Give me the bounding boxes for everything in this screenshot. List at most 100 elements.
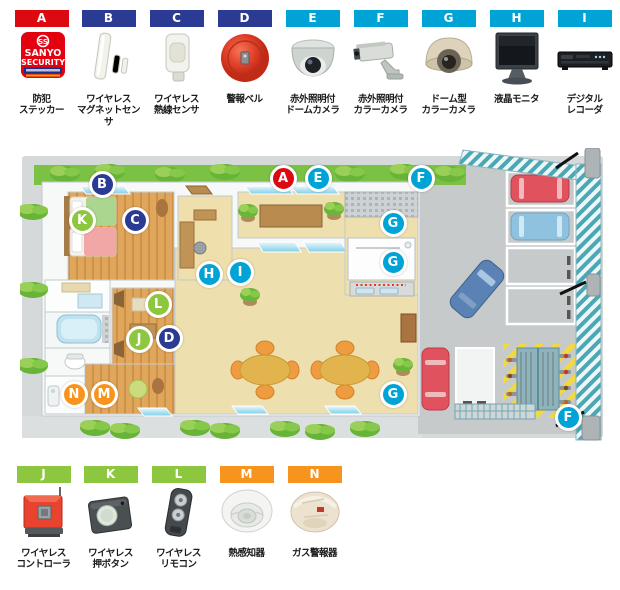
legend-letter-c: C <box>172 11 181 25</box>
legend-item-k-header: K <box>83 466 138 483</box>
legend-item-i-header: I <box>557 10 612 27</box>
living-window <box>256 241 302 253</box>
drain-grate <box>454 403 536 420</box>
plan-marker-m-15: M <box>90 380 118 408</box>
bed-headboard <box>64 196 70 256</box>
plan-marker-g-8: G <box>379 248 407 276</box>
pir-sensor-icon <box>143 27 210 93</box>
kitchen-stove <box>349 281 415 297</box>
legend-item-n: N ガス警報器 <box>281 466 348 559</box>
legend-item-i: I デジタル レコーダ <box>551 10 618 117</box>
fence-post <box>581 415 601 441</box>
legend-item-h-label: 液晶モニタ <box>493 94 540 105</box>
hedge-top <box>34 164 466 185</box>
legend-letter-m: M <box>240 467 253 481</box>
legend-item-h-header: H <box>489 10 544 27</box>
stool <box>152 378 164 394</box>
dining-set <box>310 340 380 400</box>
lower-window <box>137 407 173 417</box>
legend-item-a-header: A <box>14 10 69 27</box>
legend-item-a-label: 防犯 ステッカー <box>18 94 65 117</box>
living-window-bottom <box>324 405 362 415</box>
legend-item-e: E 赤外照明付 ドームカメラ <box>279 10 346 117</box>
office-door <box>185 185 213 195</box>
plan-marker-n-16: N <box>60 380 88 408</box>
legend-item-m: M 熱感知器 <box>213 466 280 559</box>
legend-item-a: A SS SANYO SECURITY 防犯 ステッカー <box>8 10 75 117</box>
laundry-room <box>44 279 111 313</box>
plan-marker-h-10: H <box>195 260 223 288</box>
legend-item-e-label: 赤外照明付 ドームカメラ <box>285 94 340 117</box>
fence-post <box>584 148 601 179</box>
push-button-icon <box>77 483 144 547</box>
legend-letter-k: K <box>105 467 116 481</box>
office-desk <box>179 221 195 269</box>
plan-marker-l-14: L <box>144 290 172 318</box>
legend-item-b-header: B <box>81 10 136 27</box>
plan-marker-e-4: E <box>304 164 332 192</box>
legend-item-c-label: ワイヤレス 熱線センサ <box>153 94 200 117</box>
legend-item-d-label: 警報ベル <box>226 94 263 105</box>
floor-cushion <box>128 379 148 399</box>
wireless-controller-icon <box>10 483 77 547</box>
bathroom <box>44 311 111 349</box>
svg-text:SANYO: SANYO <box>24 48 61 59</box>
legend-item-c: C ワイヤレス 熱線センサ <box>143 10 210 117</box>
bed-pink <box>69 227 117 257</box>
ir-color-camera-icon <box>347 27 414 93</box>
lcd-monitor-icon <box>483 27 550 93</box>
dome-color-camera-icon <box>415 27 482 93</box>
living-window-bottom <box>231 405 269 415</box>
legend-item-f-header: F <box>353 10 408 27</box>
legend-letter-n: N <box>309 467 320 481</box>
legend-item-j: J ワイヤレス コントローラ <box>10 466 77 571</box>
plan-marker-a-0: A <box>269 164 297 192</box>
kitchen <box>344 191 419 297</box>
dining-set <box>230 340 300 400</box>
plan-marker-g-9: G <box>379 380 407 408</box>
legend-item-d: D 警報ベル <box>211 10 278 105</box>
legend-item-h: H 液晶モニタ <box>483 10 550 105</box>
magnet-sensor-icon <box>75 27 142 93</box>
legend-item-m-label: 熱感知器 <box>228 548 265 559</box>
legend-item-g: G ドーム型 カラーカメラ <box>415 10 482 117</box>
car-moving <box>449 259 505 319</box>
legend-item-e-header: E <box>285 10 340 27</box>
car-red-vertical <box>421 347 450 411</box>
alarm-bell-icon <box>211 27 278 93</box>
plan-marker-k-13: K <box>68 206 96 234</box>
plan-marker-d-3: D <box>155 324 183 352</box>
plan-marker-j-12: J <box>125 325 153 353</box>
legend-item-m-header: M <box>219 466 274 483</box>
legend-item-i-label: デジタル レコーダ <box>566 94 603 117</box>
legend-item-l: L ワイヤレス リモコン <box>145 466 212 571</box>
fence-brace <box>559 280 587 296</box>
svg-text:SECURITY: SECURITY <box>21 58 65 67</box>
car-blue-parked <box>510 212 570 241</box>
fence-right <box>555 148 602 441</box>
living-door <box>400 313 417 343</box>
floor-plan-drawing <box>20 148 603 441</box>
legend-letter-l: L <box>174 467 183 481</box>
plan-marker-i-11: I <box>226 258 254 286</box>
fence-post <box>586 273 601 297</box>
legend-item-b-label: ワイヤレス マグネットセンサ <box>76 94 141 128</box>
gas-alarm-icon <box>281 483 348 547</box>
plan-marker-f-5: F <box>407 164 435 192</box>
legend-item-k: K ワイヤレス 押ボタン <box>77 466 144 571</box>
svg-text:SS: SS <box>38 38 48 46</box>
plan-marker-c-2: C <box>121 206 149 234</box>
wash-basin <box>47 385 60 407</box>
plan-marker-b-1: B <box>88 170 116 198</box>
empty-space <box>455 347 495 411</box>
legend-item-k-label: ワイヤレス 押ボタン <box>88 548 133 571</box>
office-chair <box>193 241 207 255</box>
legend-letter-e: E <box>308 11 317 25</box>
legend-item-l-label: ワイヤレス リモコン <box>156 548 201 571</box>
legend-item-l-header: L <box>151 466 206 483</box>
legend-item-c-header: C <box>149 10 204 27</box>
legend-item-f: F 赤外照明付 カラーカメラ <box>347 10 414 117</box>
legend-letter-j: J <box>41 467 46 481</box>
